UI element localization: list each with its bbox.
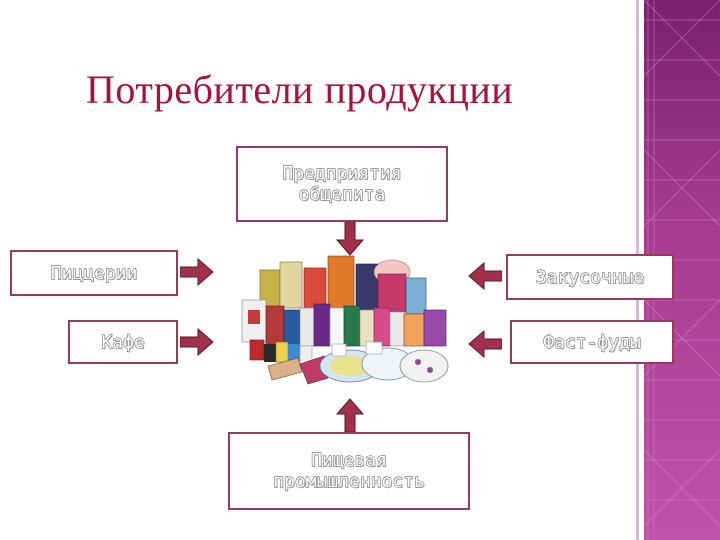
arrow-left-icon [468,330,502,358]
arrow-left-icon [468,262,502,290]
arrow-up-icon [336,398,364,432]
node-cafes: Кафе [68,320,178,364]
node-pizzerias-label: Пиццерии [50,262,138,284]
arrow-right-icon [180,258,214,286]
slide-title: Потребители продукции [86,67,514,112]
node-snack-bars-label: Закусочные [535,266,645,288]
node-catering-enterprises-label: Предприятия общепита [282,163,402,206]
disposable-tableware-products-image [241,255,449,385]
arrow-right-icon [180,328,214,356]
arrow-down-icon [336,222,364,256]
node-catering-enterprises: Предприятия общепита [236,146,448,222]
node-pizzerias: Пиццерии [10,250,178,296]
node-food-industry: Пищевая промышленность [228,432,470,510]
node-food-industry-label: Пищевая промышленность [273,450,426,493]
node-cafes-label: Кафе [101,331,145,353]
node-snack-bars: Закусочные [506,254,674,300]
node-fast-food: Фаст-фуды [510,320,674,364]
node-fast-food-label: Фаст-фуды [543,331,641,353]
